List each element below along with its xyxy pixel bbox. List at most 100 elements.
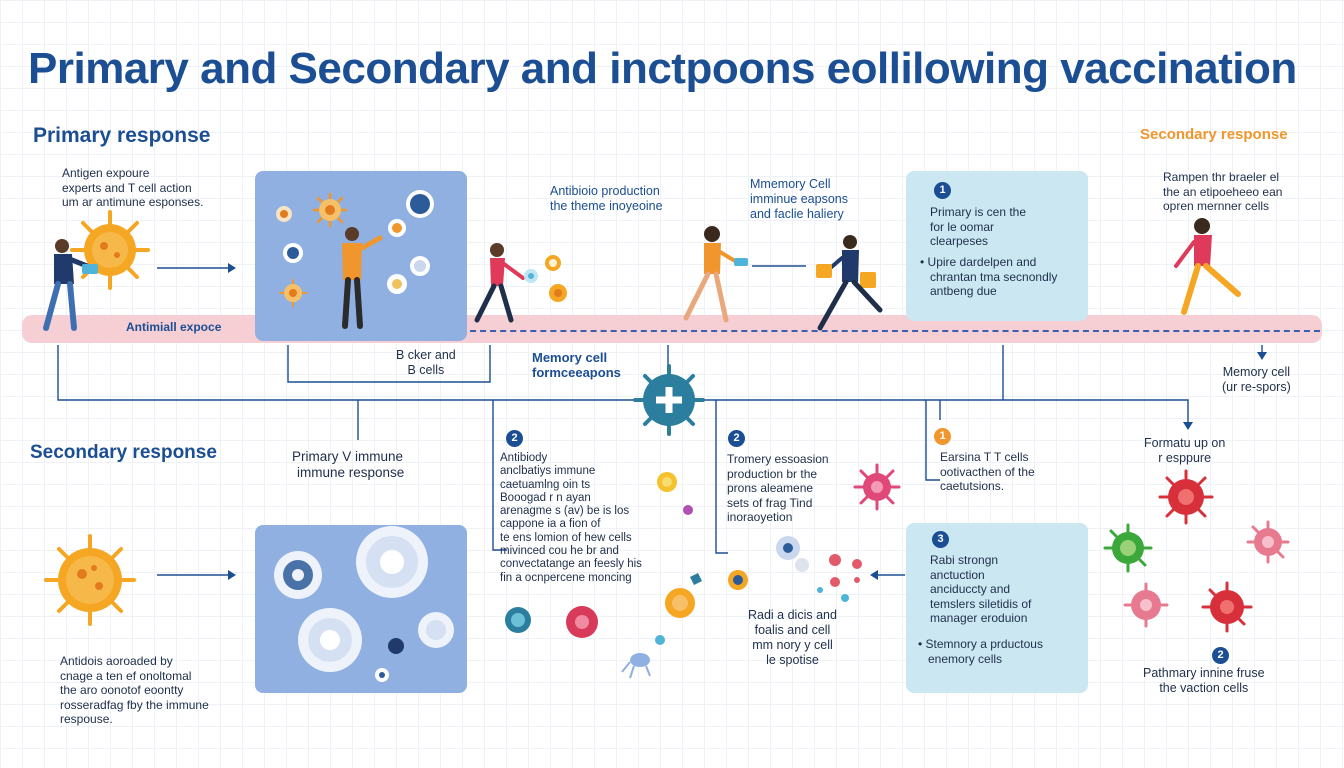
formatu-text: Formatu up on r esppure (1144, 436, 1225, 466)
virus-icon (418, 612, 454, 648)
cell-icon (776, 536, 800, 560)
page-title: Primary and Secondary and inctpoons eoll… (28, 44, 1297, 93)
arrowhead-1 (228, 263, 236, 273)
text-line: r esppure (1158, 451, 1212, 465)
text-line: the theme inoyeoine (550, 199, 663, 213)
cell-icon (312, 192, 348, 228)
text-line: (ur re-spors) (1222, 380, 1291, 394)
step-number: 1 (934, 428, 951, 445)
t-cells-text: Earsina T T cells ootivacthen of the cae… (940, 450, 1035, 494)
text-line: the vaction cells (1159, 681, 1249, 695)
cyan-top-bullet-line: antbeng due (930, 284, 997, 298)
virus-icon (356, 526, 428, 598)
antibody-production-text: Antibioio production the theme inoyeoine (550, 184, 663, 214)
text-line: Earsina T T cells (940, 450, 1029, 464)
band-label: Antimiall expoce (126, 320, 222, 334)
text-line: Memory cell (1222, 365, 1291, 379)
cyan-bottom-line: manager eroduion (930, 611, 1028, 625)
plus-cross-icon (633, 364, 705, 436)
text-line: te ens lomion of hew cells (500, 531, 632, 544)
primary-immune-label: Primary V immune immune response (292, 449, 404, 481)
cyan-bottom-line: Rabi strongn (930, 553, 999, 567)
cyan-panel-top: 1 Primary is cen the for le oomar clearp… (906, 171, 1088, 321)
cell-icon (410, 256, 430, 276)
cell-icon (795, 558, 809, 572)
text-line: le spotise (766, 653, 819, 667)
virus-icon (683, 505, 693, 515)
text-line: respouse. (60, 712, 113, 726)
text-line: fin a ocnpercene moncing (500, 571, 632, 584)
timeline-band (22, 315, 1322, 343)
text-line: Tromery essoasion (727, 452, 829, 466)
text-line: prons aleamene (727, 481, 814, 495)
cyan-bottom-line: anctuction (930, 567, 985, 582)
cell-icon (817, 554, 862, 602)
cyan-bottom-line: temslers siletidis of (930, 596, 1032, 611)
top-right-text: Rampen thr braeler el the an etipoeheeo … (1163, 170, 1282, 214)
cell-icon (388, 219, 406, 237)
arrowhead-5 (1257, 352, 1267, 360)
text-line: the aro oonotof eoontty (60, 683, 184, 697)
cyan-top-bullet-line: • Upire dardelpen and (920, 255, 1037, 269)
text-line: B cells (407, 363, 445, 377)
virus-icon (505, 607, 531, 633)
tromery-text: Tromery essoasion production br the pron… (727, 452, 829, 525)
text-line: ootivacthen of the (940, 464, 1035, 479)
cyan-top-bullet-line: chrantan tma secnondly (930, 269, 1058, 284)
arrowhead-3 (870, 570, 878, 580)
text-line: caetuamlng oin ts (500, 478, 591, 491)
text-line: Booogad r n ayan (500, 491, 591, 504)
antigen-exposure-text: Antigen expoure experts and T cell actio… (62, 166, 203, 210)
cell-icon (279, 279, 307, 307)
text-line: cappone ia a fion of (500, 518, 601, 531)
text-line: Antigen expoure (62, 166, 150, 180)
cyan-top-line: for le oomar (930, 219, 995, 234)
text-line: convectatange an feesly his (500, 558, 642, 571)
cell-icon (388, 638, 404, 654)
cell-icon (375, 668, 389, 682)
text-line: rosseradfag fby the immune (60, 697, 209, 712)
cell-icon (549, 284, 567, 302)
text-line: B cker and (396, 348, 456, 362)
heading-secondary-response-left: Secondary response (30, 442, 217, 463)
virus-icon (1201, 581, 1253, 633)
text-line: the an etipoeheeo ean (1163, 184, 1283, 199)
step-number: 2 (506, 430, 523, 447)
antibody-bottom-left-text: Antidois aoroaded by cnage a ten ef onol… (60, 654, 209, 727)
text-line: arenagme s (av) be is los (500, 505, 630, 518)
connector-left (57, 345, 1189, 428)
virus-icon (566, 606, 598, 638)
antibody-text: Antibiody anclbatiys immune caetuamlng o… (500, 452, 642, 585)
cyan-bottom-bullet-line: • Stemnory a prductous (918, 637, 1043, 651)
text-line: foalis and cell (754, 623, 831, 637)
text-line: cnage a ten ef onoltomal (60, 668, 192, 683)
b-cells-label: B cker and B cells (396, 348, 456, 378)
step-number: 2 (1212, 647, 1229, 664)
text-line: mivinced cou he br and (500, 545, 619, 558)
step-number: 1 (934, 182, 951, 199)
text-line: production br the (727, 466, 818, 481)
text-line: Antibioio production (550, 184, 660, 198)
virus-icon (1246, 520, 1290, 564)
text-line: inoraoyetion (727, 510, 793, 524)
virus-icon (1158, 469, 1214, 525)
virus-icon (853, 463, 901, 511)
cell-icon (621, 653, 651, 679)
heading-secondary-response-top: Secondary response (1140, 126, 1288, 143)
running-person-icon (816, 235, 883, 331)
text-line: Memory cell (532, 350, 608, 365)
virus-icon (1123, 582, 1169, 628)
virus-icon (657, 472, 677, 492)
text-line: sets of frag Tind (727, 495, 813, 510)
cell-icon (655, 635, 665, 645)
text-line: and faclie haliery (750, 207, 844, 221)
cell-icon (690, 573, 702, 585)
text-line: formceeapons (532, 365, 621, 380)
connector-tcells (925, 400, 940, 481)
text-line: Primary V immune (292, 449, 404, 464)
text-line: Mmemory Cell (750, 177, 831, 191)
text-line: Pathmary innine fruse (1143, 666, 1265, 680)
pathmary-text: Pathmary innine fruse the vaction cells (1143, 666, 1265, 696)
text-line: experts and T cell action (62, 180, 192, 195)
